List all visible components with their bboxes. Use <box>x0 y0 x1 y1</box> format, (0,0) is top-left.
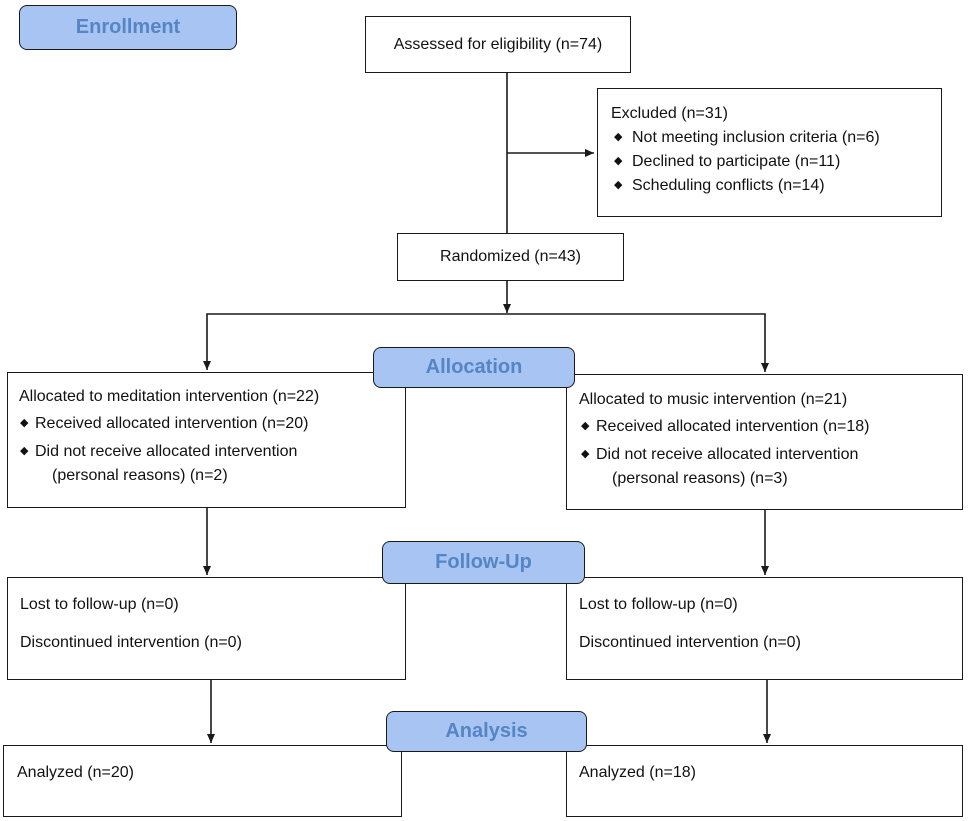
stage-enrollment-label: Enrollment <box>75 16 181 38</box>
split-arrow-left <box>203 313 507 370</box>
excluded-bullet-icon: ◆ <box>614 155 623 167</box>
stage-enrollment: Enrollment <box>19 5 237 50</box>
left-allocated-text: Allocated to meditation intervention (n=… <box>19 388 320 405</box>
stage-allocation: Allocation <box>373 347 575 388</box>
left-not-received-reason: (personal reasons) (n=2) <box>52 467 228 484</box>
stage-follow-up-label: Follow-Up <box>435 551 532 573</box>
left-received-bullet-icon: ◆ <box>20 417 29 429</box>
left-not-received-text: Did not receive allocated intervention <box>35 443 298 460</box>
assessed-box: Assessed for eligibility (n=74) <box>365 16 631 73</box>
left-not-received-bullet-icon: ◆ <box>20 445 29 457</box>
right-allocated-text: Allocated to music intervention (n=21) <box>579 391 848 408</box>
excluded-item: Not meeting inclusion criteria (n=6) <box>632 129 880 146</box>
excluded-item: Declined to participate (n=11) <box>632 153 841 170</box>
stage-allocation-label: Allocation <box>425 356 523 378</box>
assessed-text: Assessed for eligibility (n=74) <box>393 35 603 53</box>
excluded-title: Excluded (n=31) <box>611 105 728 122</box>
right-not-received-reason: (personal reasons) (n=3) <box>612 470 788 487</box>
right-lost-text: Lost to follow-up (n=0) <box>579 596 738 613</box>
right-analyzed-text: Analyzed (n=18) <box>579 764 696 781</box>
right-arm-analysis-box: Analyzed (n=18) <box>566 745 963 817</box>
left-arm-allocation-box: Allocated to meditation intervention (n=… <box>7 372 406 508</box>
left-lost-text: Lost to follow-up (n=0) <box>20 596 179 613</box>
excluded-box: Excluded (n=31) ◆ Not meeting inclusion … <box>597 88 942 217</box>
randomized-text: Randomized (n=43) <box>440 248 581 266</box>
left-analyzed-text: Analyzed (n=20) <box>17 764 134 781</box>
right-discontinued-text: Discontinued intervention (n=0) <box>579 634 801 651</box>
right-not-received-bullet-icon: ◆ <box>581 448 590 460</box>
right-not-received-text: Did not receive allocated intervention <box>596 446 859 463</box>
right-received-bullet-icon: ◆ <box>581 420 590 432</box>
left-arm-analysis-box: Analyzed (n=20) <box>3 745 402 817</box>
left-discontinued-text: Discontinued intervention (n=0) <box>20 634 242 651</box>
stage-analysis-label: Analysis <box>445 720 528 742</box>
right-received-text: Received allocated intervention (n=18) <box>596 418 870 435</box>
left-received-text: Received allocated intervention (n=20) <box>35 415 309 432</box>
excluded-bullet-icon: ◆ <box>614 131 623 143</box>
split-arrow-right <box>507 313 769 372</box>
right-arm-allocation-box: Allocated to music intervention (n=21) ◆… <box>566 374 963 510</box>
stage-analysis: Analysis <box>386 711 587 752</box>
right-arm-followup-box: Lost to follow-up (n=0) Discontinued int… <box>566 577 963 680</box>
excluded-item: Scheduling conflicts (n=14) <box>632 177 825 194</box>
stage-follow-up: Follow-Up <box>382 541 585 584</box>
excluded-bullet-icon: ◆ <box>614 179 623 191</box>
left-arm-followup-box: Lost to follow-up (n=0) Discontinued int… <box>7 577 406 680</box>
randomized-box: Randomized (n=43) <box>397 233 624 281</box>
